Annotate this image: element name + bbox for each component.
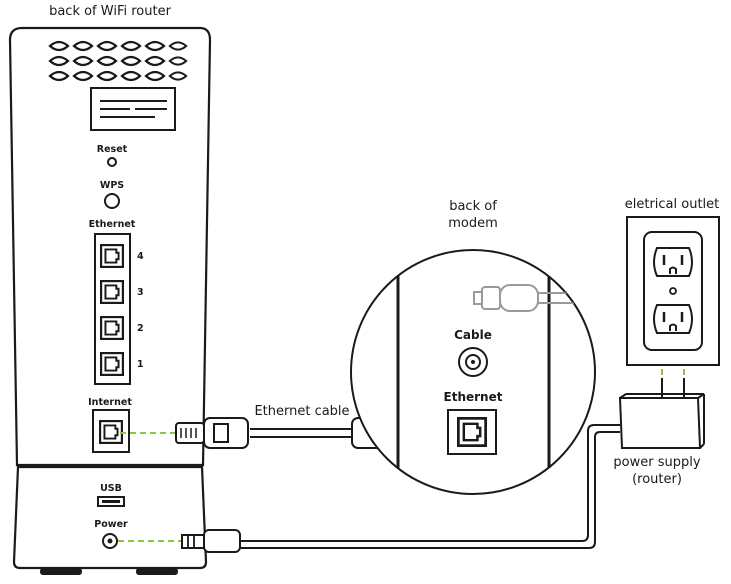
- port-2-label: 2: [137, 323, 144, 334]
- internet-port-label: Internet: [88, 397, 132, 408]
- power-supply-label-line1: power supply: [613, 455, 700, 470]
- port-1-label: 1: [137, 359, 144, 370]
- ethernet-ports-panel: [94, 233, 131, 385]
- ethernet-ports-label: Ethernet: [89, 219, 136, 230]
- wps-button[interactable]: [104, 193, 120, 209]
- wps-label: WPS: [100, 180, 124, 191]
- port-3-label: 3: [137, 287, 144, 298]
- outlet-title: eletrical outlet: [625, 197, 720, 212]
- router-foot-left: [40, 568, 82, 575]
- router-label-plate: [90, 87, 176, 131]
- ethernet-cable-label: Ethernet cable: [254, 404, 349, 419]
- power-supply-label-line2: (router): [632, 472, 682, 487]
- electrical-outlet: eletrical outlet: [625, 197, 720, 366]
- cable-port-label: Cable: [454, 328, 492, 342]
- usb-label: USB: [100, 483, 122, 494]
- modem-ethernet-label: Ethernet: [444, 390, 503, 404]
- power-plug: [181, 529, 241, 553]
- router-title: back of WiFi router: [49, 4, 171, 19]
- modem-title-line1: back of: [449, 199, 497, 214]
- usb-port[interactable]: [97, 496, 125, 507]
- router-foot-right: [136, 568, 178, 575]
- reset-button[interactable]: [107, 157, 117, 167]
- power-supply: power supply (router): [613, 378, 705, 487]
- port-4-label: 4: [137, 251, 144, 262]
- reset-label: Reset: [97, 144, 128, 155]
- cable-port[interactable]: [458, 347, 488, 377]
- power-cable: [181, 424, 620, 553]
- power-port[interactable]: [102, 533, 118, 549]
- power-label: Power: [94, 519, 128, 530]
- router: back of WiFi router Reset WPS E: [8, 4, 212, 575]
- ethernet-plug-left: [175, 417, 249, 449]
- modem-zoom: back of modem Cable Ethernet: [350, 199, 596, 495]
- router-base: [12, 465, 208, 570]
- coax-plug-faded: [473, 284, 595, 312]
- modem-title-line2: modem: [448, 216, 498, 231]
- outlet-socket-bottom: [653, 304, 693, 334]
- outlet-socket-top: [653, 247, 693, 277]
